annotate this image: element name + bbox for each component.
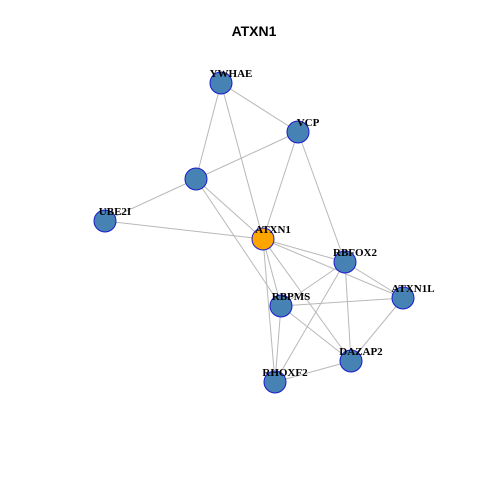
- edge-unlabeled-atxn1: [195, 178, 264, 240]
- node-label-atxn1l: ATXN1L: [391, 283, 434, 295]
- node-unlabeled[interactable]: [184, 167, 208, 191]
- edge-vcp-unlabeled: [195, 131, 299, 180]
- edge-ywhae-atxn1: [220, 82, 264, 240]
- edge-dazap2-rhoxf2: [274, 360, 352, 383]
- edge-atxn1l-dazap2: [350, 297, 404, 362]
- node-atxn1[interactable]: [251, 227, 275, 251]
- edge-unlabeled-ube2i: [104, 178, 197, 222]
- edge-ywhae-unlabeled: [195, 82, 222, 180]
- node-label-ywhae: YWHAE: [210, 68, 253, 80]
- node-dazap2[interactable]: [339, 349, 363, 373]
- edge-ywhae-vcp: [220, 82, 299, 133]
- edge-rbfox2-dazap2: [344, 261, 352, 362]
- edge-rbpms-dazap2: [280, 305, 352, 362]
- edge-rbpms-rhoxf2: [274, 305, 282, 383]
- node-layer: [93, 71, 415, 394]
- node-label-vcp: VCP: [297, 117, 320, 129]
- node-rbfox2[interactable]: [333, 250, 357, 274]
- edge-atxn1-rhoxf2: [262, 238, 276, 383]
- edge-atxn1l-rbpms: [280, 297, 404, 307]
- node-label-rbpms: RBPMS: [272, 291, 311, 303]
- edge-layer: [104, 82, 404, 383]
- node-ywhae[interactable]: [209, 71, 233, 95]
- node-label-rhoxf2: RHOXF2: [262, 367, 308, 379]
- node-rhoxf2[interactable]: [263, 370, 287, 394]
- edge-vcp-atxn1: [262, 131, 299, 240]
- node-rbpms[interactable]: [269, 294, 293, 318]
- edge-atxn1-atxn1l: [262, 238, 404, 299]
- edge-atxn1-dazap2: [262, 238, 352, 362]
- node-vcp[interactable]: [286, 120, 310, 144]
- node-atxn1l[interactable]: [391, 286, 415, 310]
- edge-atxn1-rbfox2: [262, 238, 346, 263]
- edge-rbfox2-rbpms: [280, 261, 346, 307]
- diagram-title: ATXN1: [232, 23, 277, 39]
- node-label-dazap2: DAZAP2: [339, 346, 383, 358]
- edge-vcp-rbfox2: [297, 131, 346, 263]
- node-label-rbfox2: RBFOX2: [333, 247, 378, 259]
- edge-atxn1-rbpms: [262, 238, 282, 307]
- edge-rbfox2-rhoxf2: [274, 261, 346, 383]
- node-label-ube2i: UBE2I: [99, 206, 131, 218]
- node-label-atxn1: ATXN1: [255, 224, 291, 236]
- node-ube2i[interactable]: [93, 209, 117, 233]
- edge-ube2i-atxn1: [104, 220, 264, 240]
